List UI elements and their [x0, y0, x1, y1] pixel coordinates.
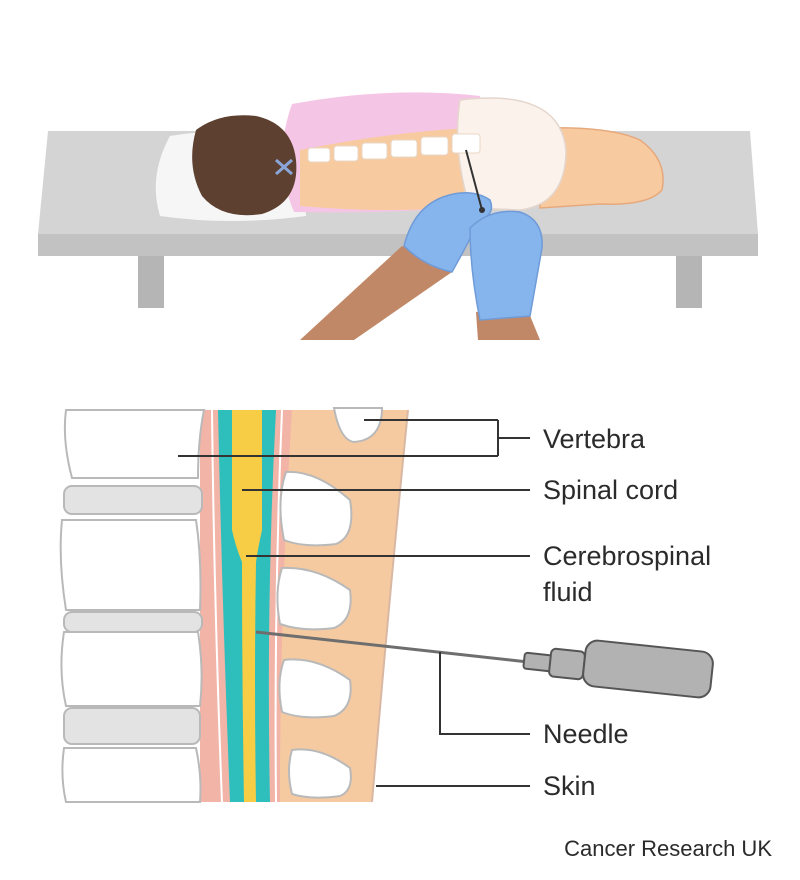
needle-hub-top [479, 207, 485, 213]
membrane-line-1 [211, 409, 223, 803]
needle-top [465, 149, 483, 211]
patient-legs [539, 127, 664, 209]
patient-hair [192, 115, 297, 216]
bed-leg-right [676, 250, 702, 308]
label-vertebra: Vertebra [543, 424, 646, 454]
intervertebral-discs [63, 485, 203, 745]
doctor-arm-left [300, 246, 452, 340]
bed-edge [38, 234, 758, 256]
spine-cross-section [59, 407, 714, 803]
label-needle: Needle [543, 719, 629, 749]
glove-right [469, 210, 543, 321]
skin-edge [371, 409, 409, 803]
label-spinal-cord: Spinal cord [543, 475, 678, 505]
label-skin: Skin [543, 771, 596, 801]
spinal-cord-shape [232, 410, 262, 802]
patient-illustration [38, 92, 758, 340]
syringe-icon [522, 639, 714, 699]
needle-shaft [255, 630, 529, 664]
membrane-line-2 [274, 409, 283, 803]
patient-underwear [456, 97, 567, 211]
bed-leg-left [138, 250, 164, 308]
glove-left [403, 192, 493, 273]
leader-lines [178, 419, 530, 787]
credit-text: Cancer Research UK [564, 836, 772, 861]
label-csf-line1: Cerebrospinal [543, 541, 711, 571]
vertebral-bodies [59, 409, 206, 803]
label-csf-line2: fluid [543, 577, 593, 607]
leader-needle [439, 652, 530, 735]
visible-spine [307, 133, 481, 163]
hair-clip-icon [275, 158, 293, 176]
